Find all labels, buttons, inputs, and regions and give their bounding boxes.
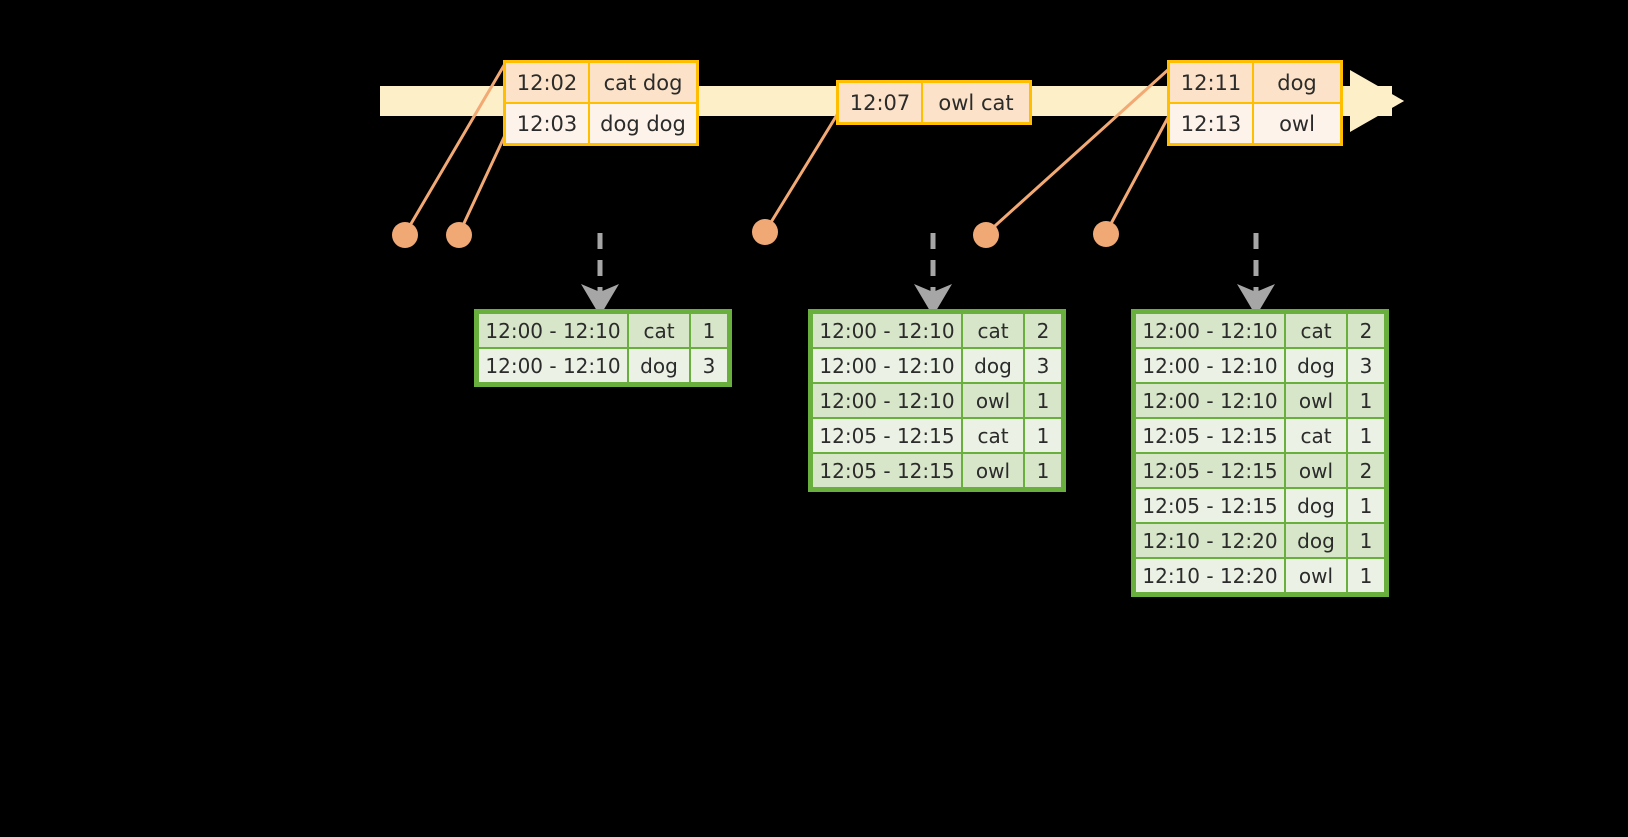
event-row[interactable]: 12:07 owl cat <box>839 83 1029 122</box>
cell-count: 3 <box>1025 349 1061 382</box>
cell-window: 12:00 - 12:10 <box>1136 314 1284 347</box>
event-words: cat dog <box>590 63 696 102</box>
cell-word: cat <box>1286 314 1346 347</box>
cell-window: 12:05 - 12:15 <box>813 419 961 452</box>
cell-count: 1 <box>1025 419 1061 452</box>
event-row[interactable]: 12:03 dog dog <box>506 102 696 143</box>
cell-count: 3 <box>691 349 727 382</box>
cell-window: 12:00 - 12:10 <box>813 314 961 347</box>
cell-word: cat <box>963 314 1023 347</box>
emit-arrows <box>581 233 1275 316</box>
cell-window: 12:00 - 12:10 <box>479 314 627 347</box>
cell-word: owl <box>1286 454 1346 487</box>
event-dot-2 <box>446 222 472 248</box>
cell-window: 12:10 - 12:20 <box>1136 524 1284 557</box>
cell-count: 2 <box>1348 454 1384 487</box>
cell-word: cat <box>963 419 1023 452</box>
event-words: owl cat <box>923 83 1029 122</box>
cell-count: 1 <box>1348 419 1384 452</box>
cell-word: cat <box>1286 419 1346 452</box>
cell-count: 1 <box>691 314 727 347</box>
event-words: dog <box>1254 63 1340 102</box>
cell-count: 1 <box>1025 384 1061 417</box>
cell-word: owl <box>1286 559 1346 592</box>
event-time: 12:02 <box>506 63 590 102</box>
cell-window: 12:00 - 12:10 <box>813 384 961 417</box>
cell-word: cat <box>629 314 689 347</box>
event-dot-5 <box>1093 221 1119 247</box>
cell-count: 1 <box>1348 524 1384 557</box>
cell-word: dog <box>963 349 1023 382</box>
cell-count: 1 <box>1025 454 1061 487</box>
cell-window: 12:00 - 12:10 <box>1136 349 1284 382</box>
cell-window: 12:00 - 12:10 <box>1136 384 1284 417</box>
event-dot-1 <box>392 222 418 248</box>
cell-window: 12:00 - 12:10 <box>813 349 961 382</box>
cell-count: 2 <box>1348 314 1384 347</box>
cell-window: 12:00 - 12:10 <box>479 349 627 382</box>
event-row[interactable]: 12:02 cat dog <box>506 63 696 102</box>
event-time: 12:03 <box>506 104 590 143</box>
event-dot-4 <box>973 222 999 248</box>
cell-count: 1 <box>1348 489 1384 522</box>
cell-window: 12:05 - 12:15 <box>813 454 961 487</box>
cell-word: dog <box>1286 349 1346 382</box>
event-dot-3 <box>752 219 778 245</box>
cell-word: owl <box>963 384 1023 417</box>
cell-word: dog <box>1286 524 1346 557</box>
event-words: dog dog <box>590 104 696 143</box>
cell-window: 12:05 - 12:15 <box>1136 489 1284 522</box>
event-group-2[interactable]: 12:07 owl cat <box>836 80 1032 125</box>
cell-word: owl <box>1286 384 1346 417</box>
cell-window: 12:05 - 12:15 <box>1136 419 1284 452</box>
event-sample-dots <box>392 219 1119 248</box>
cell-word: dog <box>1286 489 1346 522</box>
cell-count: 2 <box>1025 314 1061 347</box>
event-time: 12:11 <box>1170 63 1254 102</box>
event-row[interactable]: 12:11 dog <box>1170 63 1340 102</box>
cell-count: 1 <box>1348 559 1384 592</box>
event-row[interactable]: 12:13 owl <box>1170 102 1340 143</box>
cell-word: dog <box>629 349 689 382</box>
cell-count: 1 <box>1348 384 1384 417</box>
event-time: 12:13 <box>1170 104 1254 143</box>
cell-word: owl <box>963 454 1023 487</box>
cell-count: 3 <box>1348 349 1384 382</box>
cell-window: 12:10 - 12:20 <box>1136 559 1284 592</box>
event-group-3[interactable]: 12:11 dog 12:13 owl <box>1167 60 1343 146</box>
event-group-1[interactable]: 12:02 cat dog 12:03 dog dog <box>503 60 699 146</box>
event-words: owl <box>1254 104 1340 143</box>
cell-window: 12:05 - 12:15 <box>1136 454 1284 487</box>
event-time: 12:07 <box>839 83 923 122</box>
